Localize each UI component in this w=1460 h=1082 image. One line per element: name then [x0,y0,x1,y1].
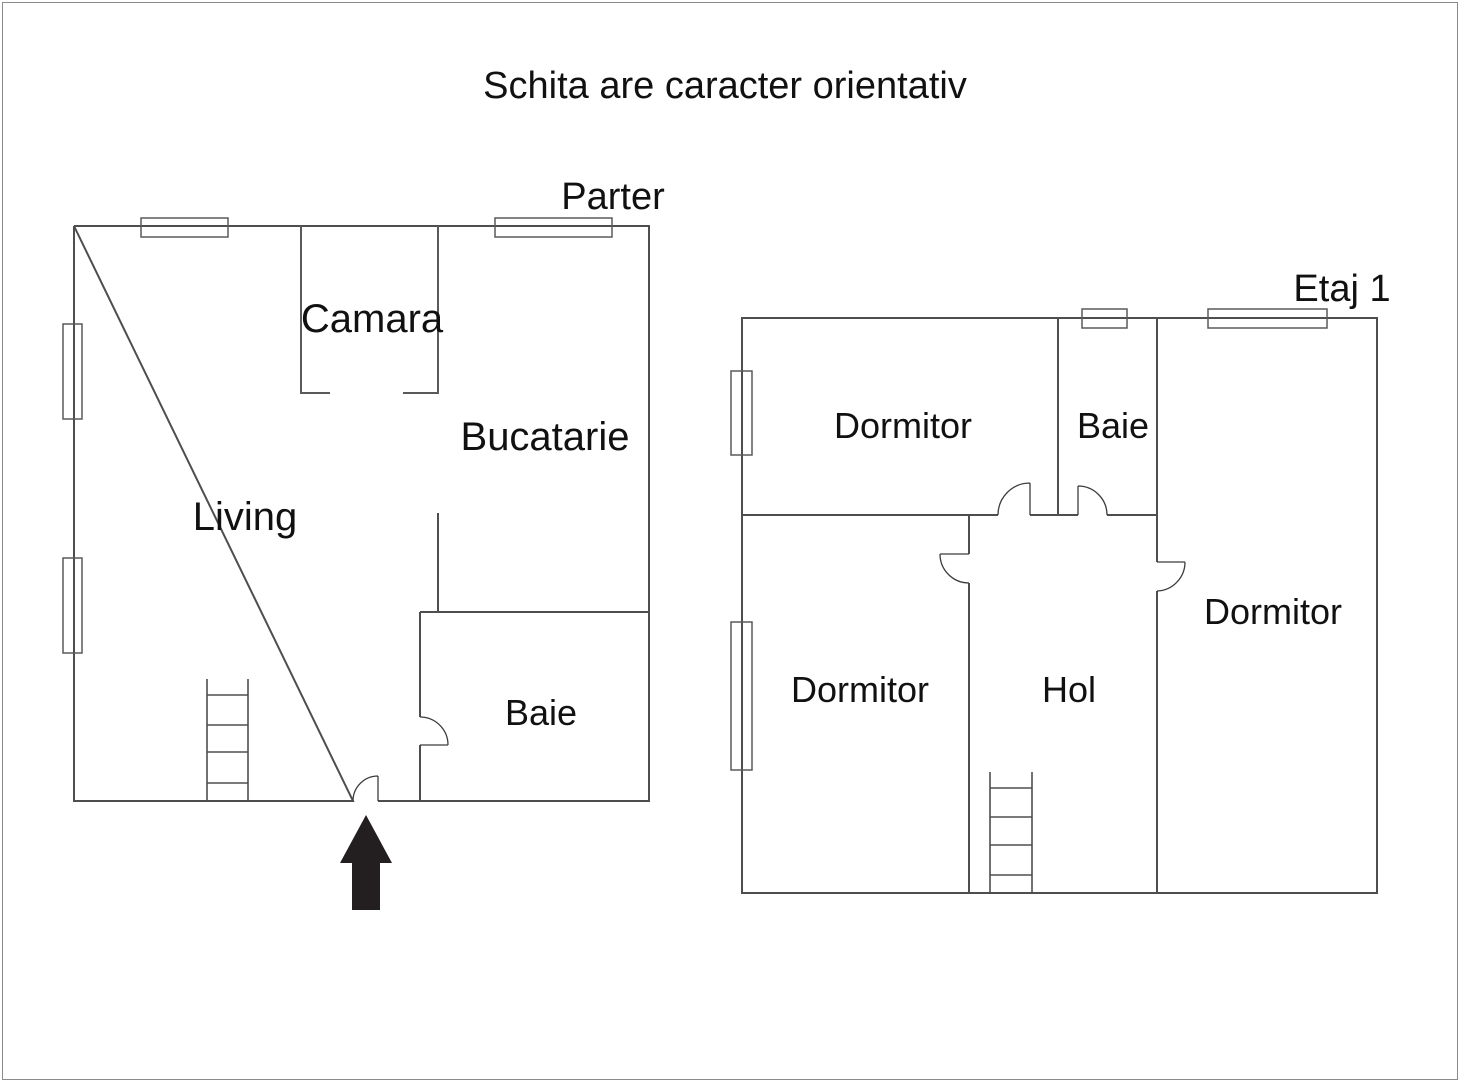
etaj1-dormitor-left-door-icon [939,553,970,584]
parter-window-top-left-icon [140,217,229,238]
etaj1-dormitor-right-door-icon [1156,561,1186,592]
room-label-dormitor-right: Dormitor [1203,591,1343,632]
etaj1-window-top-small-icon [1081,308,1128,329]
etaj1-plan [730,308,1378,894]
room-label-baie-etaj1: Baie [1076,405,1150,446]
etaj1-window-top-right-icon [1207,308,1328,329]
parter-baie-walls [419,611,649,801]
camara-walls [300,226,439,394]
entrance-arrow-icon [340,815,392,910]
room-label-bucatarie: Bucatarie [460,415,630,459]
parter-outer-walls [73,225,650,802]
parter-plan [62,217,650,910]
parter-window-left-upper-icon [62,323,83,420]
etaj1-window-left-lower-icon [730,621,753,771]
entrance-door-icon [352,775,379,802]
room-label-baie-parter: Baie [504,692,578,733]
room-label-hol: Hol [1041,669,1097,710]
etaj1-outer-walls [741,317,1378,894]
sheet-title: Schita are caracter orientativ [483,65,967,107]
room-label-dormitor-top: Dormitor [833,405,973,446]
parter-stairs-icon [206,679,249,801]
etaj1-stairs-icon [989,772,1033,893]
etaj1-dormitor-top-door-icon [997,482,1031,516]
etaj1-window-left-upper-icon [730,370,753,456]
parter-baie-door-icon [419,716,449,746]
room-label-camara: Camara [300,297,444,341]
parter-floor-label: Parter [561,176,665,218]
room-label-living: Living [192,495,298,539]
room-label-dormitor-left: Dormitor [790,669,930,710]
etaj1-floor-label: Etaj 1 [1293,268,1391,310]
parter-window-left-lower-icon [62,557,83,654]
etaj1-baie-door-icon [1077,485,1108,516]
parter-window-top-right-icon [494,217,613,238]
